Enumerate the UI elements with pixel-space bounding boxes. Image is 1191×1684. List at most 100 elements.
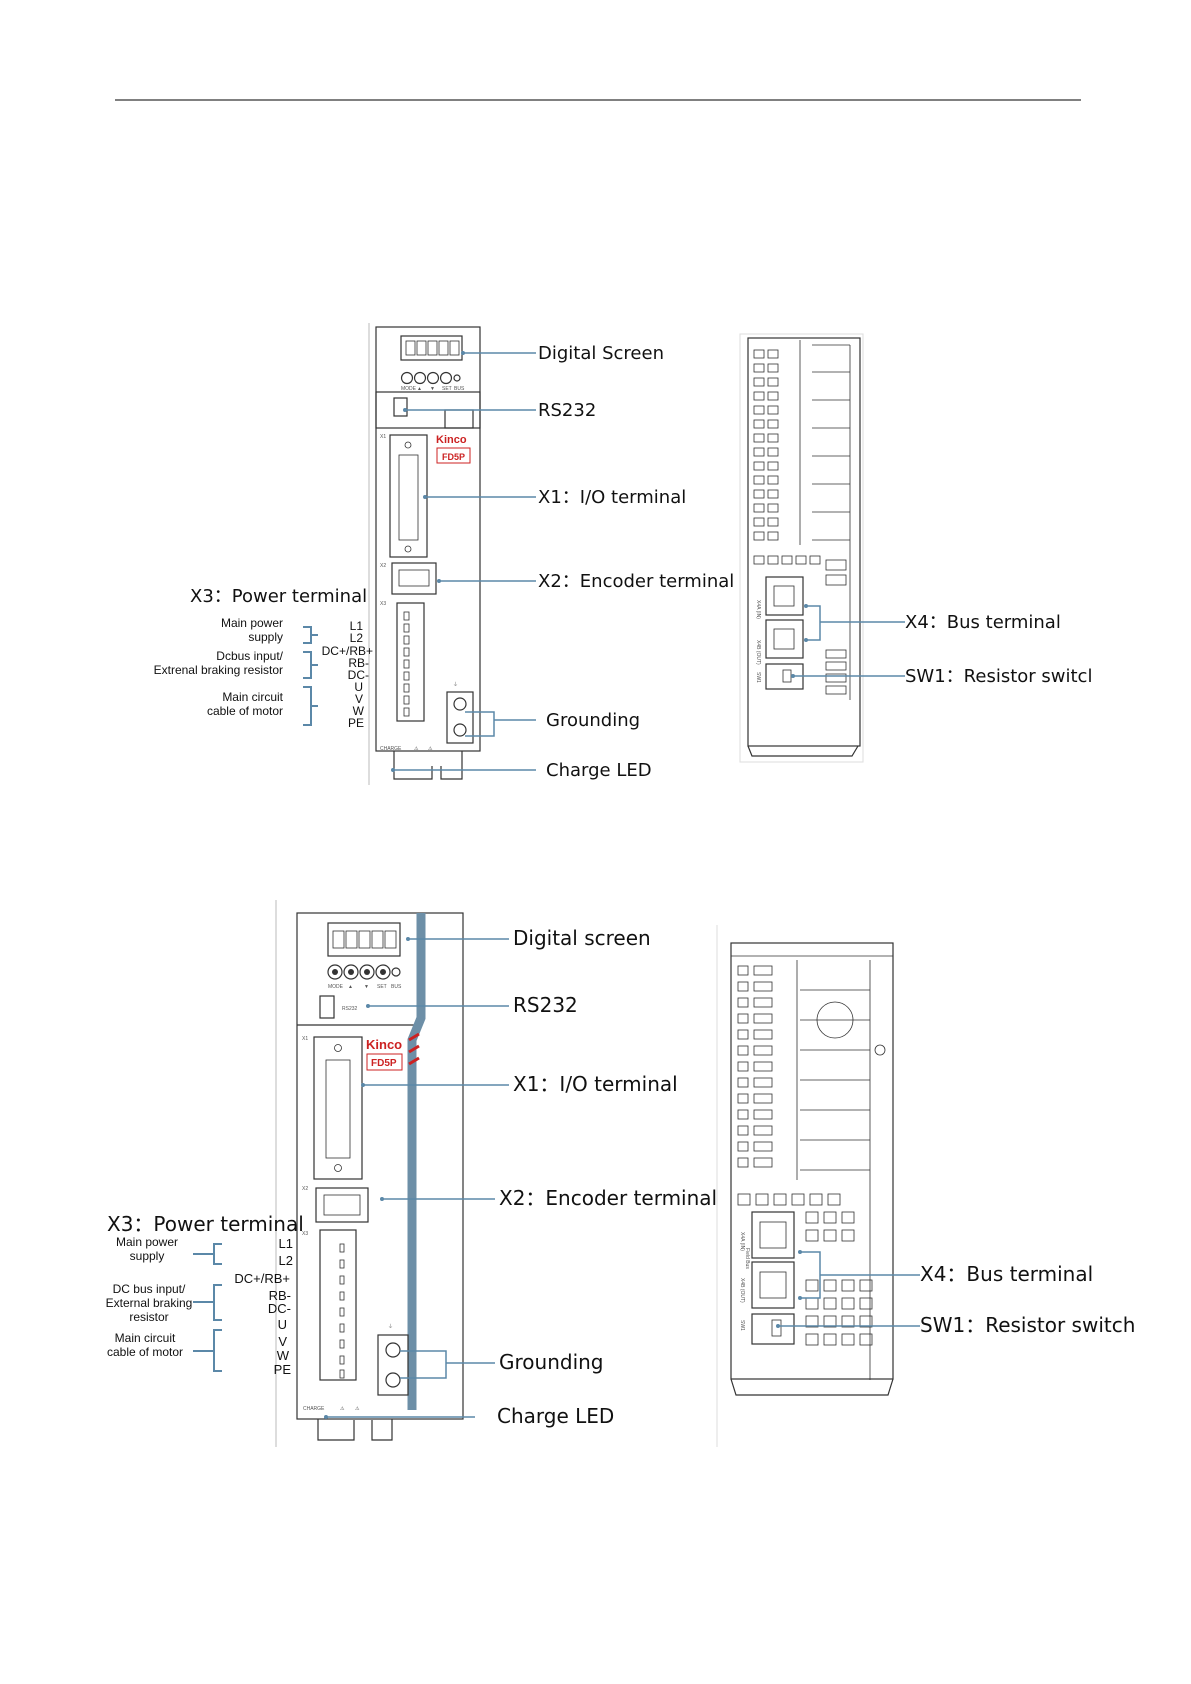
x3-pin-slots (403, 611, 410, 717)
group-dcbus-line1: DC bus input/ (113, 1282, 186, 1296)
model-badge: FD5P (371, 1058, 397, 1069)
x2-label: X2 (380, 563, 386, 569)
x3-power-terminal-title: X3：Power terminal (107, 1212, 304, 1236)
callout-leaders-top (391, 351, 536, 772)
up-key-label: ▲ (417, 386, 422, 392)
brand-logo: Kinco (366, 1037, 402, 1052)
x3-pin-slots (339, 1243, 345, 1379)
charge-label: CHARGE (380, 746, 402, 752)
bus-key-label: BUS (391, 984, 402, 990)
group-main-power-line2: supply (130, 1249, 165, 1263)
x2-label: X2 (302, 1186, 308, 1192)
x1-io-terminal-callout: X1：I/O terminal (513, 1072, 678, 1096)
mode-key-label: MODE (328, 984, 344, 990)
drive-side-view-top: X4A (IN) X4B (OUT) SW1 (739, 333, 905, 763)
set-key-label: SET (377, 984, 387, 990)
x4a-in-port (765, 576, 804, 616)
x4a-in-port (751, 1211, 795, 1259)
charge-led-callout: Charge LED (546, 760, 652, 781)
bus-key-label: BUS (454, 386, 465, 392)
keypad-buttons (400, 371, 461, 385)
drive-front-view-top: MODE ▲ ▼ SET BUS X1 Kinco FD5P X2 X3 (368, 323, 481, 785)
x3-power-terminal-title: X3：Power terminal (190, 586, 367, 607)
group-dcbus-line2: Extrenal braking resistor (154, 663, 283, 677)
x1-label: X1 (302, 1036, 308, 1042)
rs232-port (319, 995, 335, 1019)
group-main-power-line2: supply (248, 630, 283, 644)
x3-label: X3 (302, 1231, 308, 1237)
pin-u: U (278, 1317, 287, 1332)
x4a-label: X4A (IN) (755, 600, 761, 619)
side-vent-grid (753, 349, 821, 565)
x4-bus-terminal-callout: X4：Bus terminal (905, 612, 1061, 633)
x4-bus-terminal-callout: X4：Bus terminal (920, 1262, 1093, 1286)
group-motor-line1: Main circuit (115, 1331, 176, 1345)
diagram-top: MODE ▲ ▼ SET BUS X1 Kinco FD5P X2 X3 (154, 323, 1092, 785)
rs232-port-label: RS232 (342, 1006, 358, 1012)
sw1-label: SW1 (755, 672, 761, 683)
sw1-resistor-switch-callout: SW1：Resistor switcl (905, 666, 1092, 687)
pin-l1: L1 (279, 1236, 293, 1251)
callout-labels-top: Digital Screen RS232 X1：I/O terminal X2：… (538, 343, 734, 781)
side-vent-grid (737, 965, 841, 1206)
pin-rb-minus: RB- (348, 656, 369, 670)
group-main-power-line1: Main power (221, 616, 283, 630)
sw1-resistor-switch-callout: SW1：Resistor switch (920, 1313, 1135, 1337)
set-key-label: SET (442, 386, 452, 392)
warning-icon: ⚠ (340, 1406, 345, 1412)
drive-side-view-bottom: X4A (IN) X4B (OUT) SW1 Field Bus (716, 925, 920, 1447)
callout-labels-bottom: Digital screen RS232 X1：I/O terminal X2：… (497, 926, 717, 1428)
warning-icon: ⚠ (355, 1406, 360, 1412)
x2-encoder-terminal-callout: X2：Encoder terminal (499, 1186, 717, 1210)
x4a-label: X4A (IN) (739, 1232, 745, 1251)
grounding-callout: Grounding (499, 1350, 604, 1374)
rs232-port (393, 397, 408, 417)
grounding-callout: Grounding (546, 710, 640, 731)
pin-v: V (278, 1334, 287, 1349)
pin-dc-plus-rb-plus: DC+/RB+ (234, 1271, 290, 1286)
model-badge: FD5P (442, 452, 465, 462)
up-key-label: ▲ (348, 984, 353, 990)
warning-icon: ⚠ (428, 746, 433, 752)
digital-screen-callout: Digital screen (513, 926, 651, 950)
pin-pe: PE (274, 1362, 292, 1377)
ground-symbol: ⏚ (453, 681, 458, 688)
x3-label: X3 (380, 601, 386, 607)
digital-screen-callout: Digital Screen (538, 343, 664, 364)
x1-io-terminal-callout: X1：I/O terminal (538, 487, 686, 508)
rs232-callout: RS232 (513, 993, 578, 1017)
x2-encoder-connector (391, 562, 437, 595)
pin-u: U (354, 680, 363, 694)
x2-encoder-connector (315, 1187, 369, 1223)
digital-screen-segments (405, 340, 460, 356)
charge-led-callout: Charge LED (497, 1404, 614, 1428)
callout-leaders-bottom (324, 937, 509, 1419)
x2-encoder-terminal-callout: X2：Encoder terminal (538, 571, 734, 592)
warning-icon: ⚠ (414, 746, 419, 752)
grounding-block (446, 691, 474, 744)
group-main-power-line1: Main power (116, 1235, 178, 1249)
pin-l2: L2 (279, 1253, 293, 1268)
mode-key-label: MODE (401, 386, 417, 392)
x3-power-connector (319, 1229, 357, 1381)
charge-label: CHARGE (303, 1406, 325, 1412)
pin-dc-plus-rb-plus: DC+/RB+ (322, 644, 373, 658)
pin-l2: L2 (350, 631, 364, 645)
diagram-bottom: MODE ▲ ▼ SET BUS RS232 X1 Kinco FD5P X2 … (106, 900, 1135, 1447)
power-terminal-annotations-top: X3：Power terminal Main power supply Dcbu… (154, 586, 373, 730)
down-key-label: ▼ (364, 984, 369, 990)
keypad-buttons (327, 964, 401, 980)
sw1-switch (751, 1313, 795, 1345)
rs232-callout: RS232 (538, 400, 596, 421)
digital-screen-segments (332, 930, 397, 949)
group-dcbus-line3: resistor (129, 1310, 168, 1324)
sw1-label: SW1 (739, 1320, 745, 1331)
x4b-label: X4B (OUT) (755, 640, 761, 665)
group-motor-line2: cable of motor (207, 704, 283, 718)
pin-dc-minus: DC- (268, 1301, 291, 1316)
down-key-label: ▼ (430, 386, 435, 392)
group-motor-line1: Main circuit (222, 690, 283, 704)
x1-label: X1 (380, 434, 386, 440)
field-bus-label: Field Bus (744, 1248, 750, 1269)
